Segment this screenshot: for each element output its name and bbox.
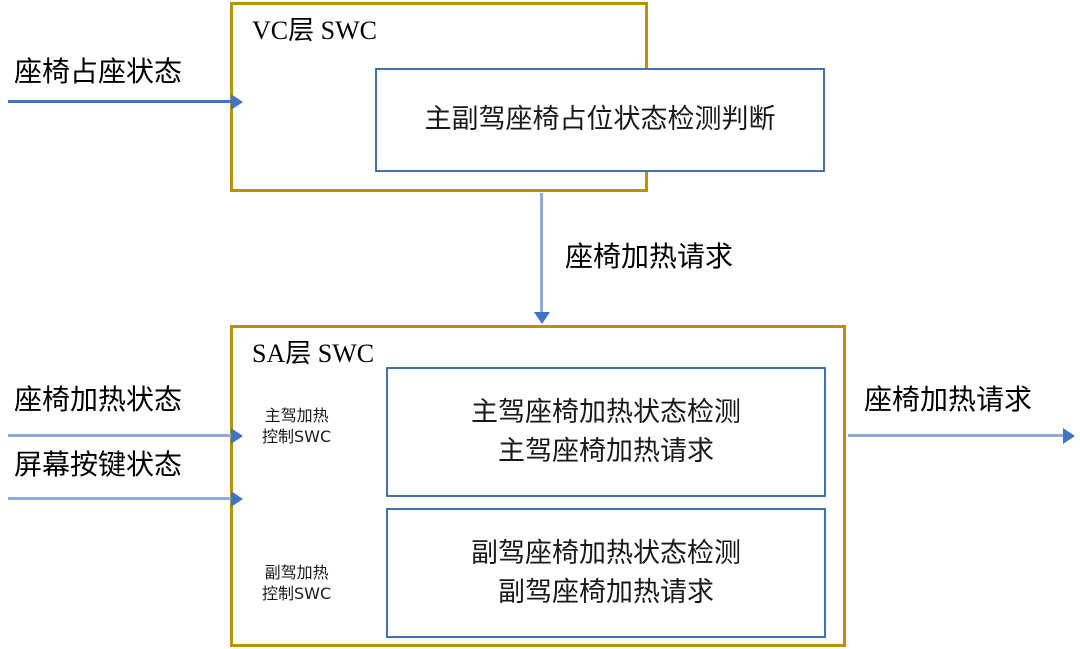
signal-label-seat-heat-request-middle: 座椅加热请求 xyxy=(565,240,734,273)
sa-block-passenger-line-2: 副驾座椅加热请求 xyxy=(498,577,714,608)
sa-block-passenger-seat-heating: 副驾座椅加热状态检测 副驾座椅加热请求 xyxy=(386,508,826,638)
signal-label-seat-heat-state: 座椅加热状态 xyxy=(14,383,183,416)
vc-layer-title: VC层 SWC xyxy=(252,16,377,45)
sa-block-driver-line-1: 主驾座椅加热状态检测 xyxy=(471,396,741,428)
swc-label-driver-line-2: 控制SWC xyxy=(262,426,332,446)
swc-label-driver-heating-control: 主驾加热 控制SWC xyxy=(262,406,331,448)
seat-occupancy-arrow-icon xyxy=(8,100,232,103)
swc-label-passenger-line-1: 副驾加热 xyxy=(264,563,329,582)
swc-label-passenger-heating-control: 副驾加热 控制SWC xyxy=(262,563,331,605)
sa-layer-title: SA层 SWC xyxy=(252,339,375,368)
screen-key-state-arrow-icon xyxy=(8,497,232,500)
seat-heat-state-arrow-icon xyxy=(8,434,232,437)
vc-to-sa-arrow-icon xyxy=(540,193,543,313)
signal-label-seat-heat-request-output: 座椅加热请求 xyxy=(864,383,1033,416)
sa-output-arrow-icon xyxy=(848,434,1064,437)
sa-block-driver-line-2: 主驾座椅加热请求 xyxy=(498,436,714,467)
swc-label-driver-line-1: 主驾加热 xyxy=(264,406,329,425)
sa-block-driver-seat-heating: 主驾座椅加热状态检测 主驾座椅加热请求 xyxy=(386,367,826,497)
signal-label-screen-key-state: 屏幕按键状态 xyxy=(14,448,183,481)
signal-label-seat-occupancy: 座椅占座状态 xyxy=(14,55,183,88)
swc-label-passenger-line-2: 控制SWC xyxy=(262,583,332,603)
vc-block-occupancy-detection: 主副驾座椅占位状态检测判断 xyxy=(375,68,825,172)
sa-block-passenger-line-1: 副驾座椅加热状态检测 xyxy=(471,537,741,569)
vc-block-occupancy-detection-line-1: 主副驾座椅占位状态检测判断 xyxy=(424,104,776,136)
